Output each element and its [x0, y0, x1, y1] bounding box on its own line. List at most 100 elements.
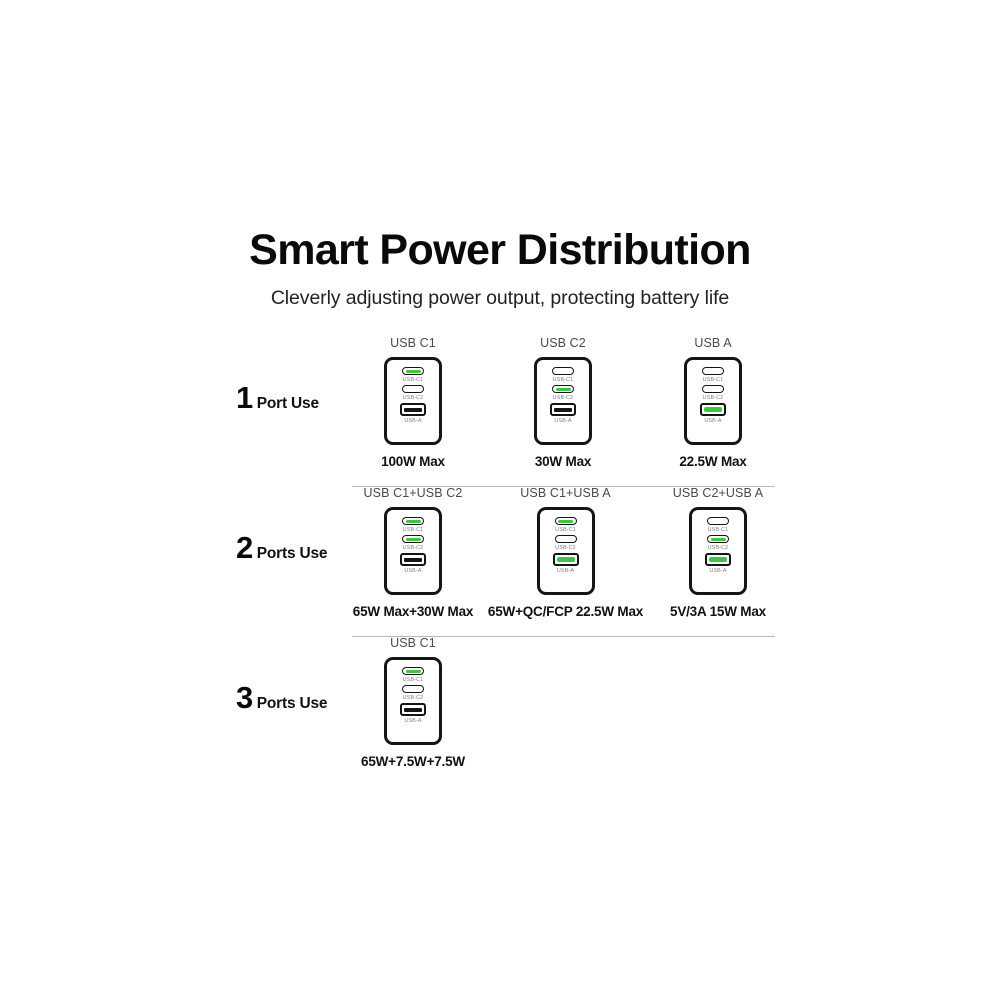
port-label: USB-C2	[702, 395, 724, 401]
row-number: 3	[236, 680, 253, 715]
port-block: USB-C1	[402, 667, 424, 683]
port-fill	[710, 537, 726, 541]
port-block: USB-C2	[554, 535, 577, 551]
port-block: USB-A	[700, 403, 726, 424]
port-fill	[406, 388, 421, 391]
charger-card-caption: 30W Max	[534, 454, 592, 469]
port-block: USB-C2	[702, 385, 724, 401]
port-fill	[405, 369, 421, 373]
port-block: USB-C1	[402, 517, 424, 533]
usb-a-port-icon	[550, 403, 576, 416]
port-block: USB-C2	[552, 385, 574, 401]
charger-card-title: USB A	[694, 336, 732, 350]
usb-c2-port-icon	[554, 535, 577, 543]
port-fill	[404, 407, 422, 412]
port-block: USB-C2	[402, 535, 424, 551]
port-block: USB-A	[400, 403, 426, 424]
row-label-text: Ports Use	[256, 695, 328, 712]
charger-card-title: USB C1	[390, 336, 436, 350]
header: Smart Power Distribution Cleverly adjust…	[0, 226, 1000, 310]
page-title: Smart Power Distribution	[249, 226, 751, 274]
charger-card-caption: 100W Max	[381, 454, 445, 469]
usb-c2-port-icon	[552, 385, 574, 393]
charger-card-title: USB C1+USB C2	[363, 486, 463, 500]
usb-c1-port-icon	[554, 517, 577, 525]
port-label: USB-C1	[702, 377, 724, 383]
charger-card-caption: 65W+7.5W+7.5W	[361, 754, 465, 769]
port-block: USB-A	[552, 553, 579, 574]
port-label: USB-A	[404, 418, 422, 424]
usb-a-port-icon	[400, 403, 426, 416]
port-label: USB-A	[556, 568, 575, 574]
usb-c2-port-icon	[402, 535, 424, 543]
port-label: USB-C2	[552, 395, 574, 401]
usb-c1-port-icon	[707, 517, 729, 525]
usb-a-port-icon	[552, 553, 579, 566]
port-label: USB-A	[404, 718, 422, 724]
port-label: USB-C1	[555, 527, 576, 533]
port-label: USB-A	[404, 568, 422, 574]
port-label: USB-C2	[555, 545, 576, 551]
port-fill	[405, 519, 421, 523]
port-fill	[404, 707, 422, 712]
port-label: USB-C1	[402, 377, 424, 383]
port-label: USB-C1	[402, 527, 424, 533]
usb-c1-port-icon	[402, 517, 424, 525]
port-block: USB-C2	[402, 385, 424, 401]
port-block: USB-C1	[402, 367, 424, 383]
port-fill	[706, 370, 721, 373]
port-fill	[706, 388, 721, 391]
port-label: USB-C1	[707, 527, 729, 533]
port-label: USB-A	[554, 418, 572, 424]
row-number: 1	[236, 380, 253, 415]
port-fill	[556, 370, 571, 373]
port-block: USB-C2	[707, 535, 729, 551]
row-label-text: Port Use	[256, 395, 319, 412]
usb-c2-port-icon	[402, 685, 424, 693]
port-label: USB-C1	[552, 377, 574, 383]
port-block: USB-A	[400, 703, 426, 724]
usb-a-port-icon	[705, 553, 731, 566]
charger-card-caption: 65W Max+30W Max	[352, 604, 474, 619]
port-fill	[406, 688, 421, 691]
usb-c1-port-icon	[552, 367, 574, 375]
port-label: USB-C2	[707, 545, 729, 551]
port-block: USB-A	[550, 403, 576, 424]
port-block: USB-A	[705, 553, 731, 574]
port-fill	[554, 407, 572, 412]
port-label: USB-C1	[402, 677, 424, 683]
usb-a-port-icon	[400, 703, 426, 716]
port-fill	[556, 557, 575, 562]
port-block: USB-C1	[702, 367, 724, 383]
port-block: USB-C1	[554, 517, 577, 533]
port-label: USB-C2	[402, 545, 424, 551]
charger-card-title: USB C2+USB A	[672, 486, 764, 500]
charger-card-caption: 5V/3A 15W Max	[670, 604, 766, 619]
port-fill	[405, 537, 421, 541]
port-block: USB-C2	[402, 685, 424, 701]
port-fill	[405, 669, 421, 673]
usb-c2-port-icon	[402, 385, 424, 393]
page-subtitle: Cleverly adjusting power output, protect…	[270, 287, 730, 310]
port-fill	[404, 557, 422, 562]
